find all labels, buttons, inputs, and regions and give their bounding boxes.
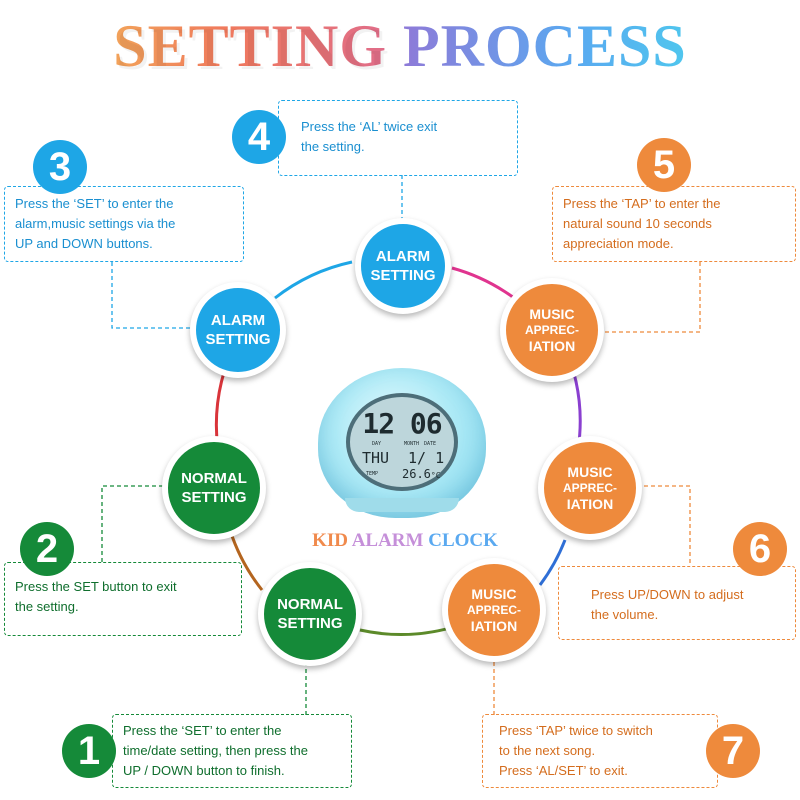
music-1-line-1: MUSIC (529, 305, 575, 322)
center-label-alarm: ALARM (351, 530, 424, 551)
alarm-top-line-1: ALARM (375, 248, 431, 265)
step-1-line-3: UP / DOWN button to finish. (123, 763, 285, 778)
step-1-instructions: Press the ‘SET’ to enter the time/date s… (112, 714, 352, 788)
step-6-line-2: the volume. (591, 607, 659, 622)
step-7-instructions: Press ‘TAP’ twice to switch to the next … (482, 714, 718, 788)
connector-step-5 (600, 262, 701, 333)
lcd-temp-label: TEMP (366, 471, 379, 477)
step-4-instructions: Press the ‘AL’ twice exit the setting. (278, 100, 518, 176)
lcd-temp-unit: °C (430, 471, 441, 480)
step-7-line-1: Press ‘TAP’ twice to switch (499, 723, 653, 738)
alarm-left-line-1: ALARM (210, 312, 266, 329)
normal-setting-bottom-circle: NORMAL SETTING (258, 562, 362, 666)
step-6-line-1: Press UP/DOWN to adjust (591, 587, 744, 602)
normal-setting-left-circle: NORMAL SETTING (162, 436, 266, 540)
alarm-setting-top-circle: ALARM SETTING (355, 218, 451, 314)
music-2-line-2: APPREC- (562, 480, 617, 495)
lcd-day-label: DAY (372, 441, 382, 447)
music-1-line-3: IATION (528, 337, 576, 354)
lcd-month-label: MONTH (404, 441, 420, 447)
step-number-1: 1 (62, 724, 116, 778)
step-number-2: 2 (20, 522, 74, 576)
step-5-line-2: natural sound 10 seconds (563, 216, 712, 231)
step-3-line-1: Press the ‘SET’ to enter the (15, 196, 174, 211)
step-2-instructions: Press the SET button to exit the setting… (4, 562, 242, 636)
step-7-line-3: Press ‘AL/SET’ to exit. (499, 763, 628, 778)
center-label-clock: CLOCK (428, 530, 498, 551)
step-5-line-1: Press the ‘TAP’ to enter the (563, 196, 721, 211)
lcd-date: 1/ 1 (408, 449, 445, 467)
step-number-4: 4 (232, 110, 286, 164)
step-number-5: 5 (637, 138, 691, 192)
step-number-6: 6 (733, 522, 787, 576)
step-4-line-1: Press the ‘AL’ twice exit (301, 119, 438, 134)
alarm-clock-base (345, 498, 459, 512)
title-part-process: PROCESS (403, 13, 687, 79)
step-6-instructions: Press UP/DOWN to adjust the volume. (558, 566, 796, 640)
step-2-line-2: the setting. (15, 599, 79, 614)
step-1-line-1: Press the ‘SET’ to enter the (123, 723, 282, 738)
alarm-setting-left-circle: ALARM SETTING (190, 282, 286, 378)
music-3-line-2: APPREC- (466, 602, 521, 617)
music-2-line-1: MUSIC (567, 463, 613, 480)
normal-bottom-line-1: NORMAL (277, 596, 343, 613)
connector-step-3 (111, 262, 192, 329)
center-label-kid: KID (312, 530, 348, 551)
lcd-day: THU (362, 449, 390, 467)
music-2-line-3: IATION (566, 495, 614, 512)
lcd-date-label: DATE (424, 441, 437, 447)
page-title: SETTING PROCESS (0, 8, 800, 84)
music-3-line-1: MUSIC (471, 585, 517, 602)
step-5-line-3: appreciation mode. (563, 236, 674, 251)
step-5-instructions: Press the ‘TAP’ to enter the natural sou… (552, 186, 796, 262)
step-3-instructions: Press the ‘SET’ to enter the alarm,music… (4, 186, 244, 262)
lcd-time: 12 06 (362, 407, 442, 440)
ring-segment-cyan (274, 260, 353, 300)
ring-segment-blue (538, 539, 567, 586)
normal-bottom-line-2: SETTING (277, 615, 343, 632)
step-2-line-1: Press the SET button to exit (15, 579, 177, 594)
step-7-line-2: to the next song. (499, 743, 596, 758)
music-1-line-2: APPREC- (524, 322, 579, 337)
lcd-temp-value: 26.6 (402, 467, 431, 481)
center-product-label: KID ALARM CLOCK (285, 530, 525, 552)
step-4-line-2: the setting. (301, 139, 365, 154)
title-part-setting: SETTING (113, 13, 388, 79)
step-3-line-3: UP and DOWN buttons. (15, 236, 153, 251)
step-3-line-2: alarm,music settings via the (15, 216, 176, 231)
normal-left-line-2: SETTING (181, 489, 247, 506)
alarm-top-line-2: SETTING (370, 267, 436, 284)
normal-left-line-1: NORMAL (181, 470, 247, 487)
step-1-line-2: time/date setting, then press the (123, 743, 308, 758)
connector-step-2 (101, 485, 165, 562)
music-3-line-3: IATION (470, 617, 518, 634)
alarm-left-line-2: SETTING (205, 331, 271, 348)
lcd-temp: 26.6°C (402, 467, 441, 481)
step-number-7: 7 (706, 724, 760, 778)
clock-lcd-display: 12 06 DAY MONTH DATE THU 1/ 1 TEMP 26.6°… (346, 393, 458, 491)
step-number-3: 3 (33, 140, 87, 194)
connector-step-6 (630, 485, 691, 566)
